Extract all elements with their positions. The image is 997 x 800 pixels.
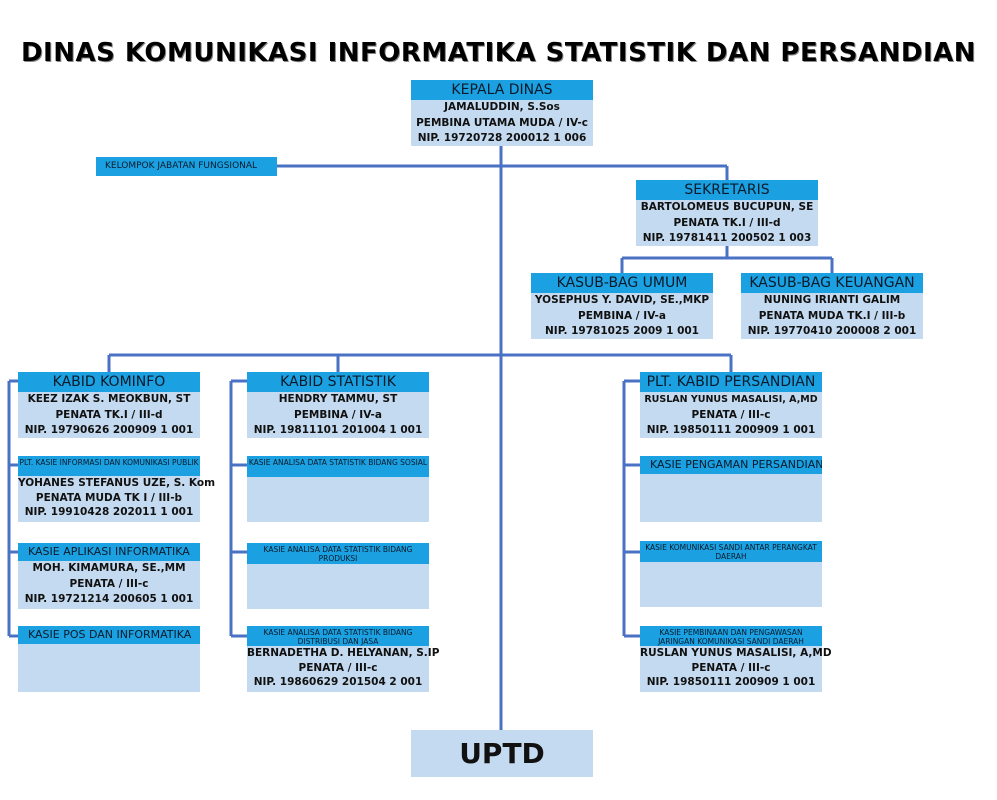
kasubbag-umum-rank: PEMBINA / IV-a: [578, 309, 666, 322]
kabid-persandian-name: RUSLAN YUNUS MASALISI, A,MD: [644, 394, 818, 405]
kasie-informasi-header: PLT. KASIE INFORMASI DAN KOMUNIKASI PUBL…: [18, 456, 200, 476]
kabid-kominfo-nip: NIP. 19790626 200909 1 001: [24, 424, 194, 436]
kasie-aplikasi-header: KASIE APLIKASI INFORMATIKA: [18, 543, 200, 561]
kasie-distribusi-name: BERNADETHA D. HELYANAN, S.IP: [247, 647, 440, 659]
sekretaris-nip: NIP. 19781411 200502 1 003: [642, 232, 812, 244]
kasie-informasi-name: YOHANES STEFANUS UZE, S. Kom: [18, 477, 216, 489]
kasie-sosial-box: KASIE ANALISA DATA STATISTIK BIDANG SOSI…: [247, 456, 429, 522]
kasie-aplikasi-name: MOH. KIMAMURA, SE.,MM: [32, 562, 186, 574]
sekretaris-header: SEKRETARIS: [636, 180, 818, 200]
kasie-informasi-rank: PENATA MUDA TK I / III-b: [35, 491, 183, 504]
kepala-dinas-box: KEPALA DINAS JAMALUDDIN, S.Sos PEMBINA U…: [411, 80, 593, 146]
kabid-persandian-rank: PENATA / III-c: [691, 408, 771, 421]
kasie-produksi-header: KASIE ANALISA DATA STATISTIK BIDANG PROD…: [247, 543, 429, 564]
kasie-pembinaan-name: RUSLAN YUNUS MASALISI, A,MD: [640, 647, 832, 659]
kabid-statistik-rank: PEMBINA / IV-a: [294, 408, 382, 421]
kasie-aplikasi-box: KASIE APLIKASI INFORMATIKA MOH. KIMAMURA…: [18, 543, 200, 609]
uptd-box: UPTD: [411, 730, 593, 777]
kasie-distribusi-box: KASIE ANALISA DATA STATISTIK BIDANG DIST…: [247, 626, 440, 692]
kepala-dinas-rank: PEMBINA UTAMA MUDA / IV-c: [416, 116, 588, 129]
sekretaris-box: SEKRETARIS BARTOLOMEUS BUCUPUN, SE PENAT…: [636, 180, 818, 246]
kasubbag-umum-box: KASUB-BAG UMUM YOSEPHUS Y. DAVID, SE.,MK…: [531, 273, 713, 339]
kelompok-fungsional-box: KELOMPOK JABATAN FUNGSIONAL: [96, 157, 277, 176]
kabid-statistik-name: HENDRY TAMMU, ST: [278, 393, 398, 405]
kasubbag-keuangan-header: KASUB-BAG KEUANGAN: [741, 273, 923, 293]
kasie-pengaman-box: KASIE PENGAMAN PERSANDIAN: [640, 456, 822, 522]
kabid-kominfo-rank: PENATA TK.I / III-d: [55, 408, 163, 421]
chart-title: DINAS KOMUNIKASI INFORMATIKA STATISTIK D…: [20, 38, 977, 68]
kasubbag-keuangan-nip: NIP. 19770410 200008 2 001: [747, 325, 917, 337]
sekretaris-name: BARTOLOMEUS BUCUPUN, SE: [640, 201, 814, 213]
kabid-statistik-nip: NIP. 19811101 201004 1 001: [253, 424, 423, 436]
kasie-pengaman-header: KASIE PENGAMAN PERSANDIAN: [640, 456, 822, 474]
kasie-pembinaan-nip: NIP. 19850111 200909 1 001: [646, 676, 816, 688]
kasubbag-umum-name: YOSEPHUS Y. DAVID, SE.,MKP: [534, 294, 710, 306]
kasie-pos-box: KASIE POS DAN INFORMATIKA: [18, 626, 200, 692]
kepala-dinas-header: KEPALA DINAS: [411, 80, 593, 100]
kepala-dinas-name: JAMALUDDIN, S.Sos: [444, 101, 560, 113]
kasubbag-keuangan-rank: PENATA MUDA TK.I / III-b: [758, 309, 906, 322]
kasie-sosial-header: KASIE ANALISA DATA STATISTIK BIDANG SOSI…: [247, 456, 429, 477]
kabid-statistik-box: KABID STATISTIK HENDRY TAMMU, ST PEMBINA…: [247, 372, 429, 438]
kasie-informasi-nip: NIP. 19910428 202011 1 001: [24, 506, 194, 518]
sekretaris-rank: PENATA TK.I / III-d: [673, 216, 781, 229]
kabid-persandian-nip: NIP. 19850111 200909 1 001: [646, 424, 816, 436]
kepala-dinas-nip: NIP. 19720728 200012 1 006: [417, 132, 587, 144]
kasie-komunikasi-sandi-box: KASIE KOMUNIKASI SANDI ANTAR PERANGKAT D…: [640, 541, 822, 607]
kasie-distribusi-nip: NIP. 19860629 201504 2 001: [253, 676, 423, 688]
kasie-distribusi-rank: PENATA / III-c: [298, 661, 378, 674]
kabid-kominfo-box: KABID KOMINFO KEEZ IZAK S. MEOKBUN, ST P…: [18, 372, 200, 438]
kasie-pembinaan-rank: PENATA / III-c: [691, 661, 771, 674]
kasubbag-keuangan-box: KASUB-BAG KEUANGAN NUNING IRIANTI GALIM …: [741, 273, 923, 339]
kasie-produksi-box: KASIE ANALISA DATA STATISTIK BIDANG PROD…: [247, 543, 429, 609]
kasubbag-umum-nip: NIP. 19781025 2009 1 001: [545, 325, 699, 337]
kabid-persandian-header: PLT. KABID PERSANDIAN: [640, 372, 822, 392]
kasie-informasi-box: PLT. KASIE INFORMASI DAN KOMUNIKASI PUBL…: [18, 456, 216, 522]
kasie-aplikasi-rank: PENATA / III-c: [69, 577, 149, 590]
kasubbag-umum-header: KASUB-BAG UMUM: [531, 273, 713, 293]
kabid-kominfo-name: KEEZ IZAK S. MEOKBUN, ST: [27, 393, 191, 405]
kasie-pembinaan-box: KASIE PEMBINAAN DAN PENGAWASAN JARINGAN …: [640, 626, 832, 692]
kasie-komunikasi-sandi-header: KASIE KOMUNIKASI SANDI ANTAR PERANGKAT D…: [640, 541, 822, 562]
kasubbag-keuangan-name: NUNING IRIANTI GALIM: [763, 294, 901, 306]
kabid-kominfo-header: KABID KOMINFO: [18, 372, 200, 392]
kabid-persandian-box: PLT. KABID PERSANDIAN RUSLAN YUNUS MASAL…: [640, 372, 822, 438]
kabid-statistik-header: KABID STATISTIK: [247, 372, 429, 392]
kasie-pos-header: KASIE POS DAN INFORMATIKA: [18, 626, 200, 644]
kasie-pembinaan-header: KASIE PEMBINAAN DAN PENGAWASAN JARINGAN …: [640, 626, 822, 646]
kasie-aplikasi-nip: NIP. 19721214 200605 1 001: [24, 593, 194, 605]
kasie-distribusi-header: KASIE ANALISA DATA STATISTIK BIDANG DIST…: [247, 626, 429, 646]
